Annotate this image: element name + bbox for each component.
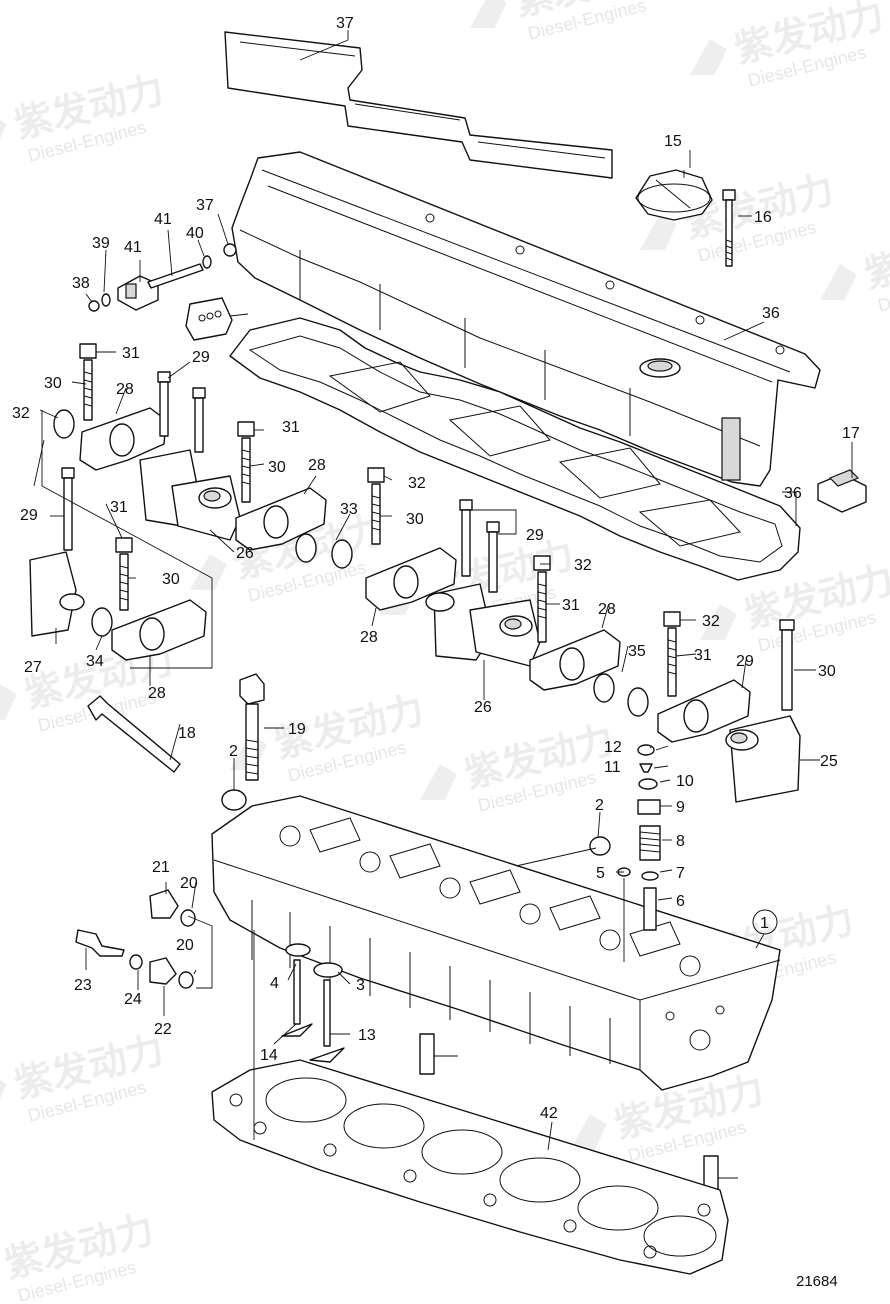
callout-23: 23 [74, 977, 92, 994]
callout-5: 5 [596, 865, 605, 882]
callout-10: 10 [676, 773, 694, 790]
callout-3: 3 [356, 977, 365, 994]
watermark-logo-15: 紫发动力 Diesel-Engines [0, 1207, 158, 1304]
callout-36b: 38 [72, 275, 90, 292]
parts-20-24-plug-group [75, 889, 196, 989]
callout-29a: 29 [192, 349, 210, 366]
part-42-seal-block [185, 297, 233, 341]
part-18-bolt [87, 695, 181, 773]
callout-38: 41 [154, 211, 172, 228]
callout-18: 18 [178, 725, 196, 742]
callout-28a: 28 [116, 381, 134, 398]
callout-33: 36 [762, 305, 780, 322]
callout-30f: 31 [694, 647, 712, 664]
callout-31f: 32 [702, 613, 720, 630]
callout-2b: 2 [595, 797, 604, 814]
rocker-group-a [53, 343, 241, 541]
svg-text:紫发动力: 紫发动力 [860, 217, 890, 296]
parts-5-12-valve-spring-stack [617, 744, 661, 931]
callout-7: 7 [676, 865, 685, 882]
callout-30a: 30 [44, 375, 62, 392]
watermark-logo-11: 紫发动力 Diesel-Engines [420, 717, 618, 816]
callout-35: 37 [336, 15, 354, 32]
callout-31b: 31 [282, 419, 300, 436]
watermark-logo-3: 紫发动力 Diesel-Engines [0, 67, 168, 166]
callout-31d: 32 [408, 475, 426, 492]
callout-37a: 39 [92, 235, 110, 252]
callout-32c: 34 [86, 653, 104, 670]
callout-25: 25 [820, 753, 838, 770]
watermark-logo-13: 紫发动力 Diesel-Engines [0, 1027, 168, 1126]
callout-32d: 35 [628, 643, 646, 660]
callout-30e: 31 [562, 597, 580, 614]
callout-37b: 40 [186, 225, 204, 242]
callout-28b: 28 [308, 457, 326, 474]
part-15-oil-filler-cap [635, 169, 713, 221]
callout-13: 13 [358, 1027, 376, 1044]
callout-1: 1 [760, 915, 769, 932]
parts-3-4-13-14-valves [281, 943, 345, 1063]
callout-31e: 32 [574, 557, 592, 574]
callout-17: 17 [842, 425, 860, 442]
callout-39: 41 [124, 239, 142, 256]
rocker-group-d [529, 555, 801, 803]
rocker-group-c [235, 421, 541, 667]
part-16-bolt [722, 189, 736, 267]
callout-26a: 26 [236, 545, 254, 562]
rocker-group-b [29, 467, 207, 661]
callout-19: 19 [288, 721, 306, 738]
callout-21: 21 [152, 859, 170, 876]
callout-6: 6 [676, 893, 685, 910]
parts-36-39-sensor-group [88, 243, 237, 312]
callout-34: 36 [784, 485, 802, 502]
callout-36a: 37 [196, 197, 214, 214]
part-35-strip [224, 31, 613, 179]
callout-28c: 28 [148, 685, 166, 702]
part-34-cover-gasket [229, 317, 801, 581]
callout-32b: 33 [340, 501, 358, 518]
callout-14: 14 [260, 1047, 278, 1064]
callout-30b: 30 [268, 459, 286, 476]
callout-29b: 29 [20, 507, 38, 524]
callout-28d: 28 [360, 629, 378, 646]
callout-9: 9 [676, 799, 685, 816]
callout-28e: 28 [598, 601, 616, 618]
callout-12: 12 [604, 739, 622, 756]
part-19-bolt [239, 673, 265, 781]
callout-16: 16 [754, 209, 772, 226]
callout-11: 11 [604, 759, 621, 776]
callout-40: 42 [540, 1105, 558, 1122]
callout-29d: 30 [818, 663, 836, 680]
watermark-logo-1: 紫发动力 Diesel-Engines [470, 0, 668, 44]
callout-31c: 31 [110, 499, 128, 516]
leader-lines [33, 30, 853, 1179]
callout-30c: 30 [162, 571, 180, 588]
callout-29c: 29 [526, 527, 544, 544]
callout-2a: 2 [229, 743, 238, 760]
watermark-logo-5: 紫发动力 Diesel-Engines [820, 217, 890, 316]
part-17-clip [817, 469, 867, 513]
callout-24: 24 [124, 991, 142, 1008]
callout-31a: 31 [122, 345, 140, 362]
figure-number: 21684 [796, 1273, 838, 1290]
part-40-head-gasket [211, 1059, 729, 1275]
part-1-cylinder-head [211, 795, 781, 1091]
callout-20b: 20 [176, 937, 194, 954]
callout-8: 8 [676, 833, 685, 850]
callout-22: 22 [154, 1021, 172, 1038]
callout-20a: 20 [180, 875, 198, 892]
callout-26b: 26 [474, 699, 492, 716]
callout-labels: 1 2 2 3 4 5 6 7 8 9 10 11 12 13 14 15 16… [12, 15, 860, 1122]
part-33-valve-cover [231, 151, 821, 487]
callout-4: 4 [270, 975, 279, 992]
callout-30d: 30 [406, 511, 424, 528]
watermark-logo-2: 紫发动力 Diesel-Engines [690, 0, 888, 91]
callout-32a: 32 [12, 405, 30, 422]
callout-28f: 29 [736, 653, 754, 670]
callout-27: 27 [24, 659, 42, 676]
callout-15: 15 [664, 133, 682, 150]
